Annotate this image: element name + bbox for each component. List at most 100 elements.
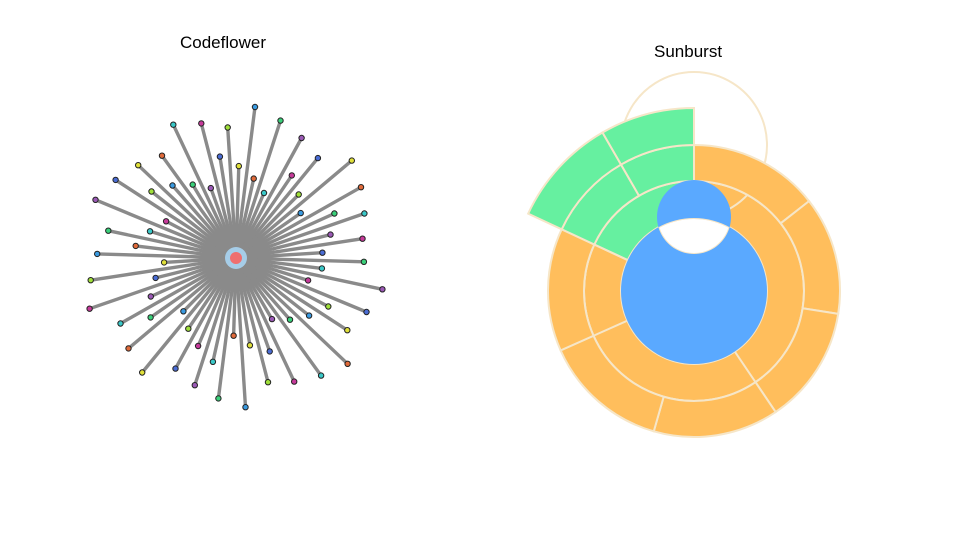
codeflower-leaf-node bbox=[251, 103, 259, 111]
codeflower-leaf-node bbox=[209, 358, 217, 365]
codeflower-leaf-node bbox=[319, 249, 326, 256]
codeflower-leaf-node bbox=[318, 265, 326, 272]
sunburst-level3-segment bbox=[779, 199, 841, 315]
codeflower-leaf-node bbox=[295, 191, 302, 198]
codeflower-diagram bbox=[86, 103, 386, 411]
sunburst-separator bbox=[593, 319, 628, 337]
sunburst-separator bbox=[733, 350, 757, 383]
codeflower-leaf-node bbox=[170, 121, 177, 128]
sunburst-root-segment bbox=[620, 179, 768, 365]
codeflower-link bbox=[173, 256, 238, 371]
sunburst-level3-segment bbox=[754, 307, 840, 414]
codeflower-leaf-node bbox=[268, 315, 276, 323]
codeflower-nodes bbox=[86, 103, 386, 411]
codeflower-leaf-node bbox=[379, 286, 386, 293]
codeflower-link bbox=[234, 105, 257, 260]
codeflower-leaf-node bbox=[216, 153, 224, 160]
sunburst-separator bbox=[593, 243, 629, 262]
codeflower-leaf-node bbox=[94, 250, 101, 258]
codeflower-leaf-node bbox=[230, 332, 237, 339]
codeflower-leaf-node bbox=[125, 345, 132, 352]
codeflower-leaf-node bbox=[266, 348, 273, 355]
sunburst-level3-segment bbox=[559, 334, 665, 433]
codeflower-leaf-node bbox=[242, 404, 249, 411]
codeflower-link bbox=[234, 256, 350, 366]
codeflower-leaf-node bbox=[146, 228, 154, 235]
codeflower-link bbox=[234, 256, 248, 409]
codeflower-link bbox=[193, 256, 238, 387]
sunburst-level2-outline bbox=[582, 71, 805, 402]
sunburst-green-segment bbox=[560, 163, 641, 246]
codeflower-link bbox=[113, 178, 238, 260]
codeflower-link bbox=[216, 256, 238, 401]
codeflower-leaf-node bbox=[260, 189, 268, 197]
sunburst-green-segment bbox=[526, 131, 623, 231]
codeflower-leaf-node bbox=[288, 172, 295, 179]
codeflower-leaf-node bbox=[92, 196, 99, 204]
codeflower-link bbox=[234, 211, 367, 260]
sunburst-level3-segment bbox=[547, 227, 596, 352]
codeflower-leaf-node bbox=[105, 227, 112, 234]
codeflower-leaf-node bbox=[344, 327, 351, 334]
codeflower-link bbox=[234, 250, 325, 260]
codeflower-leaf-node bbox=[291, 378, 298, 385]
codeflower-link bbox=[93, 198, 238, 260]
codeflower-leaf-node bbox=[215, 395, 222, 402]
codeflower-link bbox=[95, 252, 238, 260]
codeflower-leaf-node bbox=[172, 365, 179, 372]
codeflower-link bbox=[234, 256, 296, 384]
codeflower-link bbox=[234, 185, 363, 260]
codeflower-leaf-node bbox=[264, 379, 272, 386]
codeflower-leaf-node bbox=[357, 184, 365, 191]
codeflower-leaf-node bbox=[194, 342, 202, 350]
codeflower-links bbox=[87, 105, 385, 409]
codeflower-leaf-node bbox=[189, 181, 196, 188]
sunburst-title: Sunburst bbox=[654, 42, 723, 61]
codeflower-link bbox=[234, 158, 354, 260]
codeflower-link bbox=[225, 125, 238, 260]
codeflower-leaf-node bbox=[305, 312, 313, 319]
codeflower-leaf-node bbox=[147, 314, 154, 321]
codeflower-leaf-node bbox=[86, 305, 93, 312]
codeflower-leaf-node bbox=[162, 218, 170, 225]
codeflower-leaf-node bbox=[235, 162, 243, 170]
codeflower-leaf-node bbox=[277, 117, 284, 124]
codeflower-link bbox=[88, 256, 238, 282]
codeflower-link bbox=[199, 121, 238, 260]
codeflower-leaf-node bbox=[160, 259, 168, 266]
codeflower-leaf-node bbox=[250, 175, 257, 182]
codeflower-leaf-node bbox=[185, 325, 192, 332]
sunburst-level2-segment bbox=[583, 179, 805, 402]
codeflower-leaf-node bbox=[246, 342, 254, 349]
codeflower-leaf-node bbox=[298, 134, 305, 142]
codeflower-leaf-node bbox=[169, 182, 176, 189]
sunburst-level3-segment bbox=[693, 143, 811, 225]
codeflower-link bbox=[234, 136, 304, 260]
codeflower-leaf-node bbox=[325, 303, 332, 310]
codeflower-leaf-node bbox=[304, 277, 312, 284]
codeflower-leaf-node bbox=[314, 154, 322, 162]
codeflower-leaf-node bbox=[148, 188, 155, 195]
codeflower-leaf-node bbox=[224, 124, 231, 131]
codeflower-link bbox=[136, 163, 238, 260]
codeflower-leaf-node bbox=[139, 369, 146, 376]
codeflower-leaf-node bbox=[147, 293, 155, 300]
codeflower-leaf-node bbox=[297, 209, 304, 217]
codeflower-link bbox=[234, 156, 320, 260]
codeflower-link bbox=[234, 256, 366, 264]
codeflower-leaf-node bbox=[331, 210, 338, 217]
codeflower-link bbox=[234, 256, 323, 378]
codeflower-leaf-node bbox=[327, 231, 334, 238]
codeflower-title: Codeflower bbox=[180, 33, 266, 52]
codeflower-link bbox=[106, 228, 238, 260]
codeflower-leaf-node bbox=[158, 152, 166, 159]
codeflower-link bbox=[234, 256, 369, 314]
sunburst-level3-segment bbox=[652, 380, 778, 438]
codeflower-leaf-node bbox=[344, 360, 351, 367]
codeflower-leaf-node bbox=[198, 120, 205, 127]
codeflower-link bbox=[171, 122, 238, 260]
codeflower-link bbox=[87, 256, 238, 311]
codeflower-leaf-node bbox=[117, 320, 124, 327]
codeflower-leaf-node bbox=[286, 316, 294, 323]
codeflower-leaf-node bbox=[317, 372, 325, 379]
